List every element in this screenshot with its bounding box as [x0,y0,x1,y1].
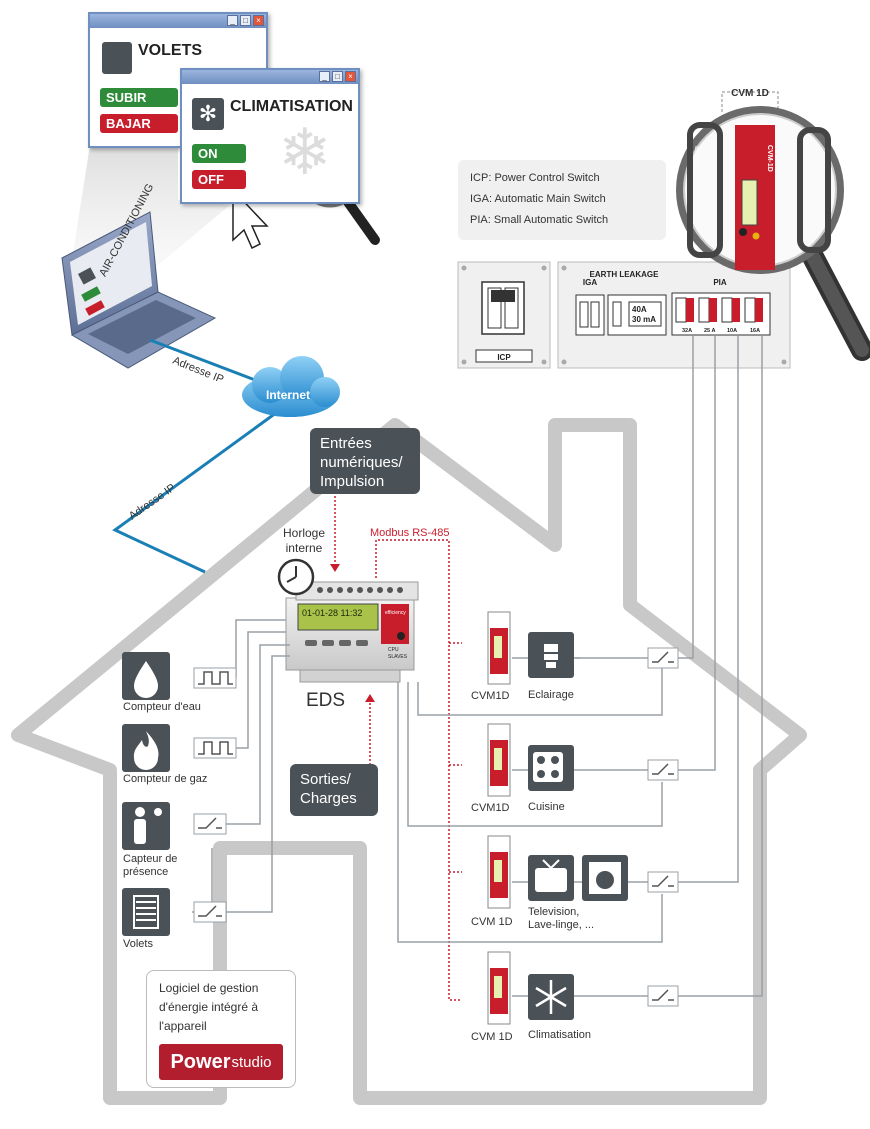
pia-breakers [671,292,771,336]
meter-label-3: CVM 1D [471,1031,513,1043]
legend-pia: PIA: Small Automatic Switch [470,214,609,226]
input-label-0: Compteur d'eau [123,701,201,713]
input-wires [192,619,290,913]
close-icon[interactable]: × [345,71,356,82]
maximize-icon[interactable]: □ [240,15,251,26]
volets-title: VOLETS [138,42,203,59]
input-label-2: Capteur de [123,853,177,865]
pia-rating-1: 25 A [704,328,715,334]
modbus-label: Modbus RS-485 [370,527,450,539]
subir-button[interactable]: SUBIR [100,88,178,107]
eds-cpu: CPU [388,647,399,653]
snowflake-watermark-icon: ❄ [278,116,332,188]
powerstudio-logo-main: Power [170,1050,231,1073]
magnifier-device-text: CVM-1D [766,145,773,172]
outputs-callout: Sorties/ Charges [290,764,378,816]
distribution-panel: IGA EARTH LEAKAGE 40A 30 mA PIA 32A 25 A… [557,261,791,369]
load-row-ac [487,951,679,1025]
input-gas-meter [122,724,237,772]
internet-label: Internet [266,388,310,402]
pia-label: PIA [713,278,727,287]
legend-iga: IGA: Automatic Main Switch [470,193,606,205]
earth-rating-1: 40A [632,305,647,314]
clim-window: _ □ × ✻ CLIMATISATION ❄ ON OFF [180,68,360,204]
powerstudio-logo-sub: studio [231,1053,272,1071]
internet-cloud: Internet [242,356,340,417]
pia-feeds [678,336,763,997]
cursor-icon [232,188,269,250]
pia-rating-3: 16A [750,328,760,334]
load-row-lighting [487,611,679,685]
meter-label-1: CVM1D [471,802,510,814]
powerstudio-box: Logiciel de gestion d'énergie intégré à … [146,970,296,1088]
eds-slaves: SLAVES [388,654,408,660]
load-label-0: Eclairage [528,689,574,701]
volets-window-titlebar: _ □ × [90,14,266,28]
clim-window-titlebar: _ □ × [182,70,358,84]
magnifier-brand: CIRCUTOR [695,145,701,172]
eds-screen-text: 01-01-28 11:32 [302,608,362,618]
icp-label: ICP [497,353,511,362]
input-presence-sensor [122,802,227,850]
input-label-2b: présence [123,866,168,878]
input-label-3: Volets [123,938,153,950]
eds-brand-small: efficiency [385,610,406,616]
eds-label: EDS [306,690,346,711]
snowflake-icon: ✻ [192,98,224,130]
close-icon[interactable]: × [253,15,264,26]
powerstudio-text: Logiciel de gestion d'énergie intégré à … [159,981,259,1033]
input-water-meter [122,652,237,700]
arrow-up-head [365,694,375,702]
input-label-1: Compteur de gaz [123,773,207,785]
magnifier: CVM 1D CVM-1D CIRCUTOR [676,88,870,361]
clock-label: Horloge interne [282,526,326,555]
eds-device: 01-01-28 11:32 efficiency CPU SLAVES [285,581,419,683]
iga-label: IGA [583,278,597,287]
inputs-callout: Entrées numériques/ Impulsion [310,428,420,494]
arrow-down-head [330,564,340,572]
maximize-icon[interactable]: □ [332,71,343,82]
shutter-icon [102,42,132,74]
minimize-icon[interactable]: _ [319,71,330,82]
pia-rating-2: 10A [727,328,737,334]
input-shutters [122,888,227,936]
meter-label-2: CVM 1D [471,916,513,928]
ip-link-lower [112,408,281,574]
earth-leakage-label: EARTH LEAKAGE [590,270,660,279]
pia-rating-0: 32A [682,328,692,334]
load-label-3: Climatisation [528,1029,591,1041]
magnifier-label: CVM 1D [731,88,769,99]
red-dotted-links [334,492,462,1001]
clim-title: CLIMATISATION [230,98,353,115]
load-row-kitchen [487,723,679,797]
earth-rating-2: 30 mA [632,315,656,324]
bajar-button[interactable]: BAJAR [100,114,178,133]
load-label-2: Television, [528,906,579,918]
load-row-tv [487,835,679,909]
output-wires [397,657,663,997]
load-label-2b: Lave-linge, ... [528,919,594,931]
icp-panel: ICP [457,261,551,369]
legend-icp: ICP: Power Control Switch [470,172,600,184]
off-button[interactable]: OFF [192,170,246,189]
on-button[interactable]: ON [192,144,246,163]
meter-label-0: CVM1D [471,690,510,702]
legend-box: ICP: Power Control Switch IGA: Automatic… [458,160,666,240]
ip-link-upper [149,338,256,382]
house-outline [11,418,807,1105]
ip-address-label-lower: Adresse IP [127,482,178,523]
clock-icon [277,558,315,596]
minimize-icon[interactable]: _ [227,15,238,26]
load-label-1: Cuisine [528,801,565,813]
